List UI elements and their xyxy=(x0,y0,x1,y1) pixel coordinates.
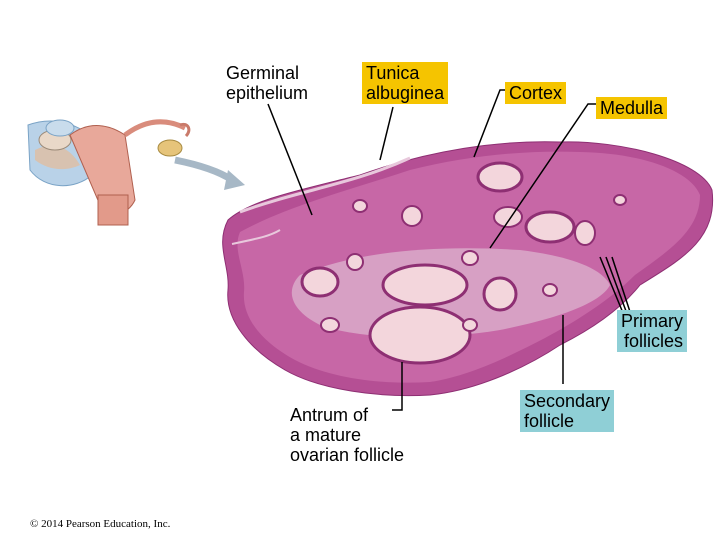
label-primary-follicles: Primary follicles xyxy=(617,310,687,352)
reproductive-tract-illustration xyxy=(28,120,189,225)
label-secondary-follicle: Secondary follicle xyxy=(520,390,614,432)
label-cortex: Cortex xyxy=(505,82,566,104)
ovary-section xyxy=(223,142,713,396)
label-antrum-mature-follicle: Antrum of a mature ovarian follicle xyxy=(290,405,404,465)
label-medulla: Medulla xyxy=(596,97,667,119)
label-germinal-epithelium: Germinal epithelium xyxy=(226,63,308,103)
leader-tunica xyxy=(380,107,393,160)
label-tunica-albuginea: Tunica albuginea xyxy=(362,62,448,104)
pointer-arrow xyxy=(175,160,245,190)
copyright-notice: © 2014 Pearson Education, Inc. xyxy=(30,518,170,530)
